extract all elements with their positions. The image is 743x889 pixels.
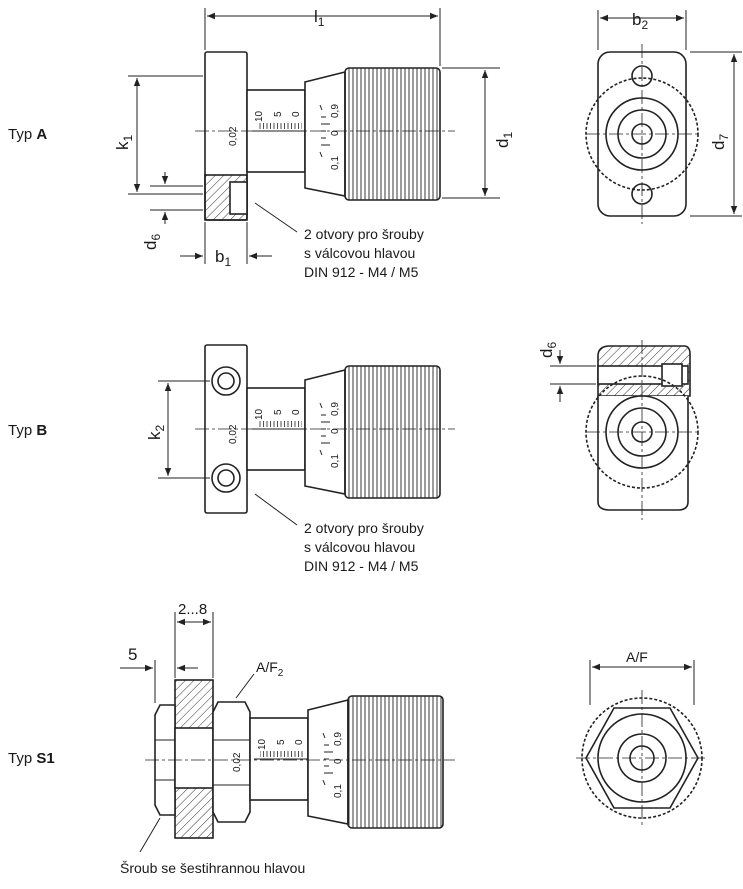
dim-range: 2...8 <box>178 601 207 618</box>
dim-five: 5 <box>128 645 137 664</box>
thimble-label-01: 0,1 <box>330 454 341 468</box>
type-a-side-view <box>195 51 455 221</box>
sleeve-label-0: 0 <box>291 111 302 117</box>
thimble-label-01: 0,1 <box>330 156 341 170</box>
dim-af2: A/F2 <box>256 659 284 679</box>
sleeve-label-5: 5 <box>273 409 284 415</box>
thimble-label-09: 0,9 <box>333 732 344 746</box>
thimble-label-09: 0,9 <box>330 104 341 118</box>
dim-k1: k1 <box>113 135 135 151</box>
type-label-s1: Typ S1 <box>8 750 55 767</box>
dim-l1: l1 <box>314 7 325 29</box>
type-b-side-view <box>195 344 455 514</box>
scale-labels-s1: 10 5 0 0,02 0,9 0 0,1 <box>232 732 344 798</box>
sleeve-label-5: 5 <box>273 111 284 117</box>
type-b-front-view <box>585 340 699 520</box>
sleeve-label-0: 0 <box>291 409 302 415</box>
hex-bolt-note: Šroub se šestihrannou hlavou <box>120 860 306 876</box>
resolution-label: 0,02 <box>228 126 239 146</box>
dim-d1: d1 <box>493 132 515 148</box>
type-s1-front-view <box>576 690 708 826</box>
sleeve-label-0: 0 <box>294 739 305 745</box>
dim-d7: d7 <box>709 134 731 150</box>
sleeve-label-10: 10 <box>254 408 265 420</box>
type-a-front-view <box>585 44 699 224</box>
dim-b1: b1 <box>215 247 231 269</box>
resolution-label: 0,02 <box>232 752 243 772</box>
type-label-a: Typ A <box>8 126 48 143</box>
thimble-label-0: 0 <box>330 428 341 434</box>
mounting-holes-note-b: 2 otvory pro šrouby s válcovou hlavou DI… <box>304 520 424 574</box>
dim-d6-b: d6 <box>537 342 559 358</box>
thimble-label-09: 0,9 <box>330 402 341 416</box>
thimble-label-0: 0 <box>330 130 341 136</box>
thimble-label-0: 0 <box>333 758 344 764</box>
dim-b2: b2 <box>632 10 648 32</box>
scale-labels-b: 10 5 0 0,02 0,9 0 0,1 <box>228 402 341 468</box>
dim-d6-a: d6 <box>141 234 163 250</box>
dim-af: A/F <box>626 649 648 665</box>
sleeve-label-10: 10 <box>257 738 268 750</box>
mounting-holes-note-a: 2 otvory pro šrouby s válcovou hlavou DI… <box>304 226 424 280</box>
thimble-label-01: 0,1 <box>333 784 344 798</box>
sleeve-label-10: 10 <box>254 110 265 122</box>
sleeve-label-5: 5 <box>276 739 287 745</box>
type-s1-side-view <box>145 679 455 839</box>
type-label-b: Typ B <box>8 422 48 439</box>
dim-k2: k2 <box>145 425 167 441</box>
scale-labels-a: 10 5 0 0,02 0,9 0 0,1 <box>228 104 341 170</box>
resolution-label: 0,02 <box>228 424 239 444</box>
